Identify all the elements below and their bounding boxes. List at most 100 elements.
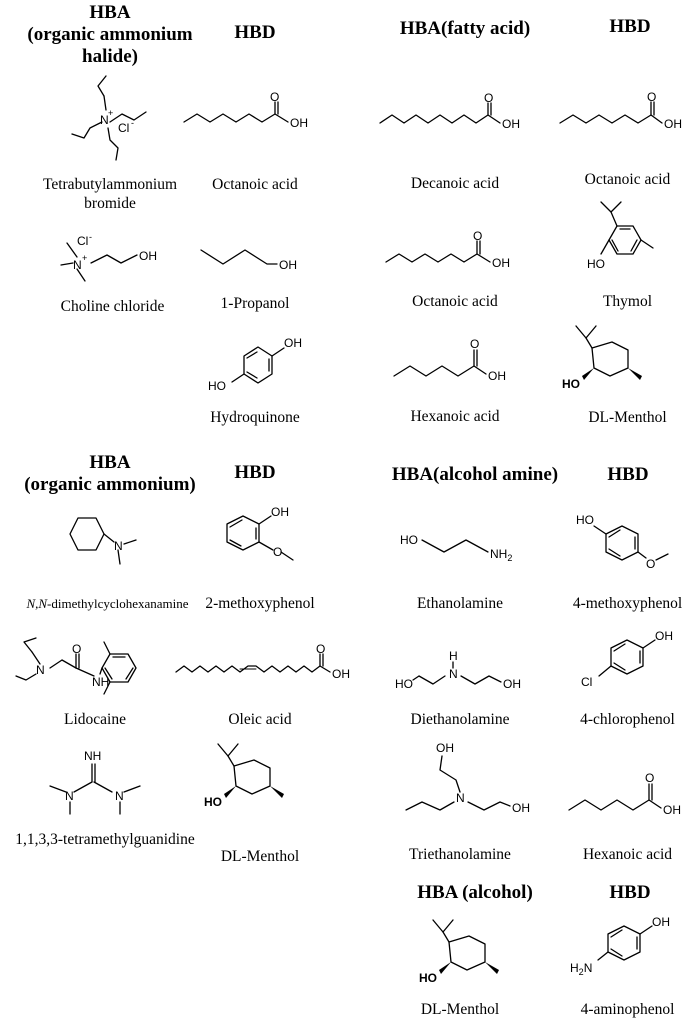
octanoic-q2-hba-structure: O OH [385,229,510,270]
octanoic-q2-hbd-label: Octanoic acid [584,171,671,188]
q1-hbd-header: HBD [234,22,276,43]
aminophenol-structure: OH H2N [570,915,670,977]
q5-hbd-header: HBD [609,882,651,903]
hydroquinone-label: Hydroquinone [210,409,300,426]
atom-nh2: NH2 [490,547,512,563]
atom-ho: HO [562,377,580,391]
tmg-structure: NH N N [49,749,141,815]
atom-n: N [73,258,82,272]
atom-oh: OH [664,117,682,131]
atom-ho: HO [208,379,226,393]
atom-ho: HO [576,513,594,527]
atom-oh: OH [279,258,297,272]
dmcha-label-rest: -dimethylcyclohexanamine [47,596,189,611]
atom-oh: OH [503,677,521,691]
hexanoic-q4-label: Hexanoic acid [582,846,673,863]
decanoic-structure: O OH [379,91,520,131]
hexanoic-q4-structure: O OH [568,771,681,817]
atom-h: H [449,649,458,663]
thymol-structure: HO [587,201,654,271]
q3-hbd-header: HBD [234,462,276,483]
atom-oh: OH [271,505,289,519]
triethanolamine-structure: OH N OH [405,741,530,815]
ethanolamine-label: Ethanolamine [416,595,504,612]
menthol-q5-structure: HO [419,919,499,985]
dmcha-label-italic: N,N [26,596,48,611]
atom-ho: HO [587,257,605,271]
choline-label: Choline chloride [60,298,165,315]
atom-o: O [647,90,656,104]
atom-oh: OH [488,369,506,383]
q3-hba-title: HBA [89,452,131,473]
q2-hbd-header: HBD [609,16,651,37]
menthol-q5-label: DL-Menthol [420,1001,500,1018]
atom-nh: NH [84,749,101,763]
atom-ho: HO [204,795,222,809]
q4-hbd-header: HBD [607,464,649,485]
atom-oh: OH [655,629,673,643]
atom-o: O [470,337,479,351]
octanoic-q1-structure: O OH [183,90,308,130]
atom-o: O [484,91,493,105]
octanoic-q2-hbd-structure: O OH [559,90,682,131]
atom-nh: NH [92,675,109,689]
thymol-label: Thymol [602,293,653,310]
chlorophenol-structure: OH Cl [581,629,673,689]
hexanoic-q2-structure: O OH [393,337,506,383]
atom-cl: Cl [118,121,129,135]
choline-structure: Cl - N + OH [60,232,157,282]
ethanolamine-structure: HO NH2 [400,533,512,563]
q1-hba-subtitle-1: (organic ammonium [27,24,193,45]
tbab-structure: N + Cl - [71,75,147,161]
dmcha-structure: N [69,517,137,565]
atom-o: O [473,229,482,243]
lidocaine-structure: N O NH [15,637,137,695]
oleic-structure: O OH [175,642,350,681]
charge-minus: - [131,118,134,128]
atom-oh: OH [663,803,681,817]
charge-minus: - [89,232,92,242]
decanoic-label: Decanoic acid [410,175,500,192]
atom-n: N [65,789,74,803]
atom-oh: OH [502,117,520,131]
tbab-label: Tetrabutylammonium bromide [20,175,200,213]
triethanolamine-label: Triethanolamine [409,846,511,863]
atom-oh: OH [332,667,350,681]
atom-cl: Cl [77,234,88,248]
atom-o: O [646,557,655,571]
methoxyphenol2-structure: OH O [226,505,294,561]
atom-o: O [273,545,282,559]
propanol-structure: OH [200,249,297,272]
q1-hba-title: HBA [89,2,131,23]
propanol-label: 1-Propanol [220,295,290,312]
atom-n: N [36,663,45,677]
atom-oh: OH [139,249,157,263]
methoxyphenol4-structure: HO O [576,513,669,571]
atom-o: O [72,642,81,656]
atom-n: N [456,791,465,805]
tmg-label: 1,1,3,3-tetramethylguanidine [15,831,195,848]
atom-oh: OH [652,915,670,929]
atom-n: N [100,113,109,127]
q2-hba-header: HBA(fatty acid) [399,18,531,39]
atom-oh2: OH [512,801,530,815]
q4-hba-header: HBA(alcohol amine) [391,464,559,485]
atom-ho: HO [419,971,437,985]
atom-n: N [114,539,123,553]
dmcha-label: N,N-dimethylcyclohexanamine [10,594,205,613]
atom-o: O [270,90,279,104]
menthol-q3-label: DL-Menthol [220,848,300,865]
atom-oh: OH [290,116,308,130]
hexanoic-q2-label: Hexanoic acid [410,408,500,425]
atom-n2: N [115,789,124,803]
q1-hba-header: HBA (organic ammonium halide) [10,2,210,68]
hydroquinone-structure: OH HO [208,336,302,393]
tbab-label-line2: bromide [84,195,136,212]
atom-oh: OH [492,256,510,270]
atom-o: O [645,771,654,785]
atom-ho: HO [395,677,413,691]
menthol-q2-label: DL-Menthol [588,409,667,426]
lidocaine-label: Lidocaine [64,711,126,728]
chlorophenol-label: 4-chlorophenol [580,711,675,728]
methoxyphenol2-label: 2-methoxyphenol [205,595,315,612]
